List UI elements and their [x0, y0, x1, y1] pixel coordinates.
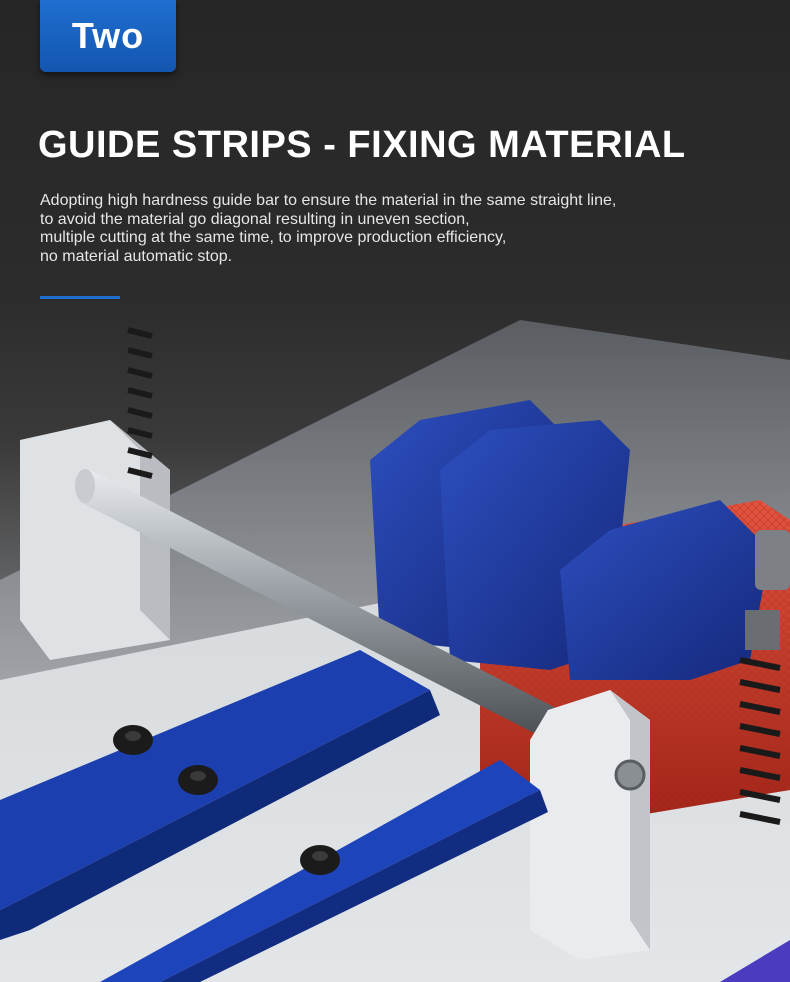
hex-socket-screw-icon	[113, 725, 153, 755]
description-line: no material automatic stop.	[40, 247, 233, 265]
machine-photo	[0, 320, 790, 982]
accent-underline	[40, 296, 120, 299]
description-line: Adopting high hardness guide bar to ensu…	[40, 192, 617, 209]
blue-clamp-icon	[370, 400, 770, 680]
guide-rod-icon	[75, 469, 560, 740]
spring-icon	[127, 327, 153, 479]
section-description: Adopting high hardness guide bar to ensu…	[40, 192, 760, 266]
knurled-knob-icon	[745, 530, 790, 650]
hex-socket-screw-icon	[178, 765, 218, 795]
step-badge-label: Two	[71, 15, 145, 56]
hex-socket-screw-icon	[300, 845, 340, 875]
section-title: GUIDE STRIPS - FIXING MATERIAL	[38, 124, 686, 166]
right-support-block	[530, 690, 650, 960]
step-badge: Two	[40, 0, 176, 72]
left-support-block	[20, 420, 170, 660]
description-line: to avoid the material go diagonal result…	[40, 210, 470, 228]
description-line: multiple cutting at the same time, to im…	[40, 229, 507, 246]
